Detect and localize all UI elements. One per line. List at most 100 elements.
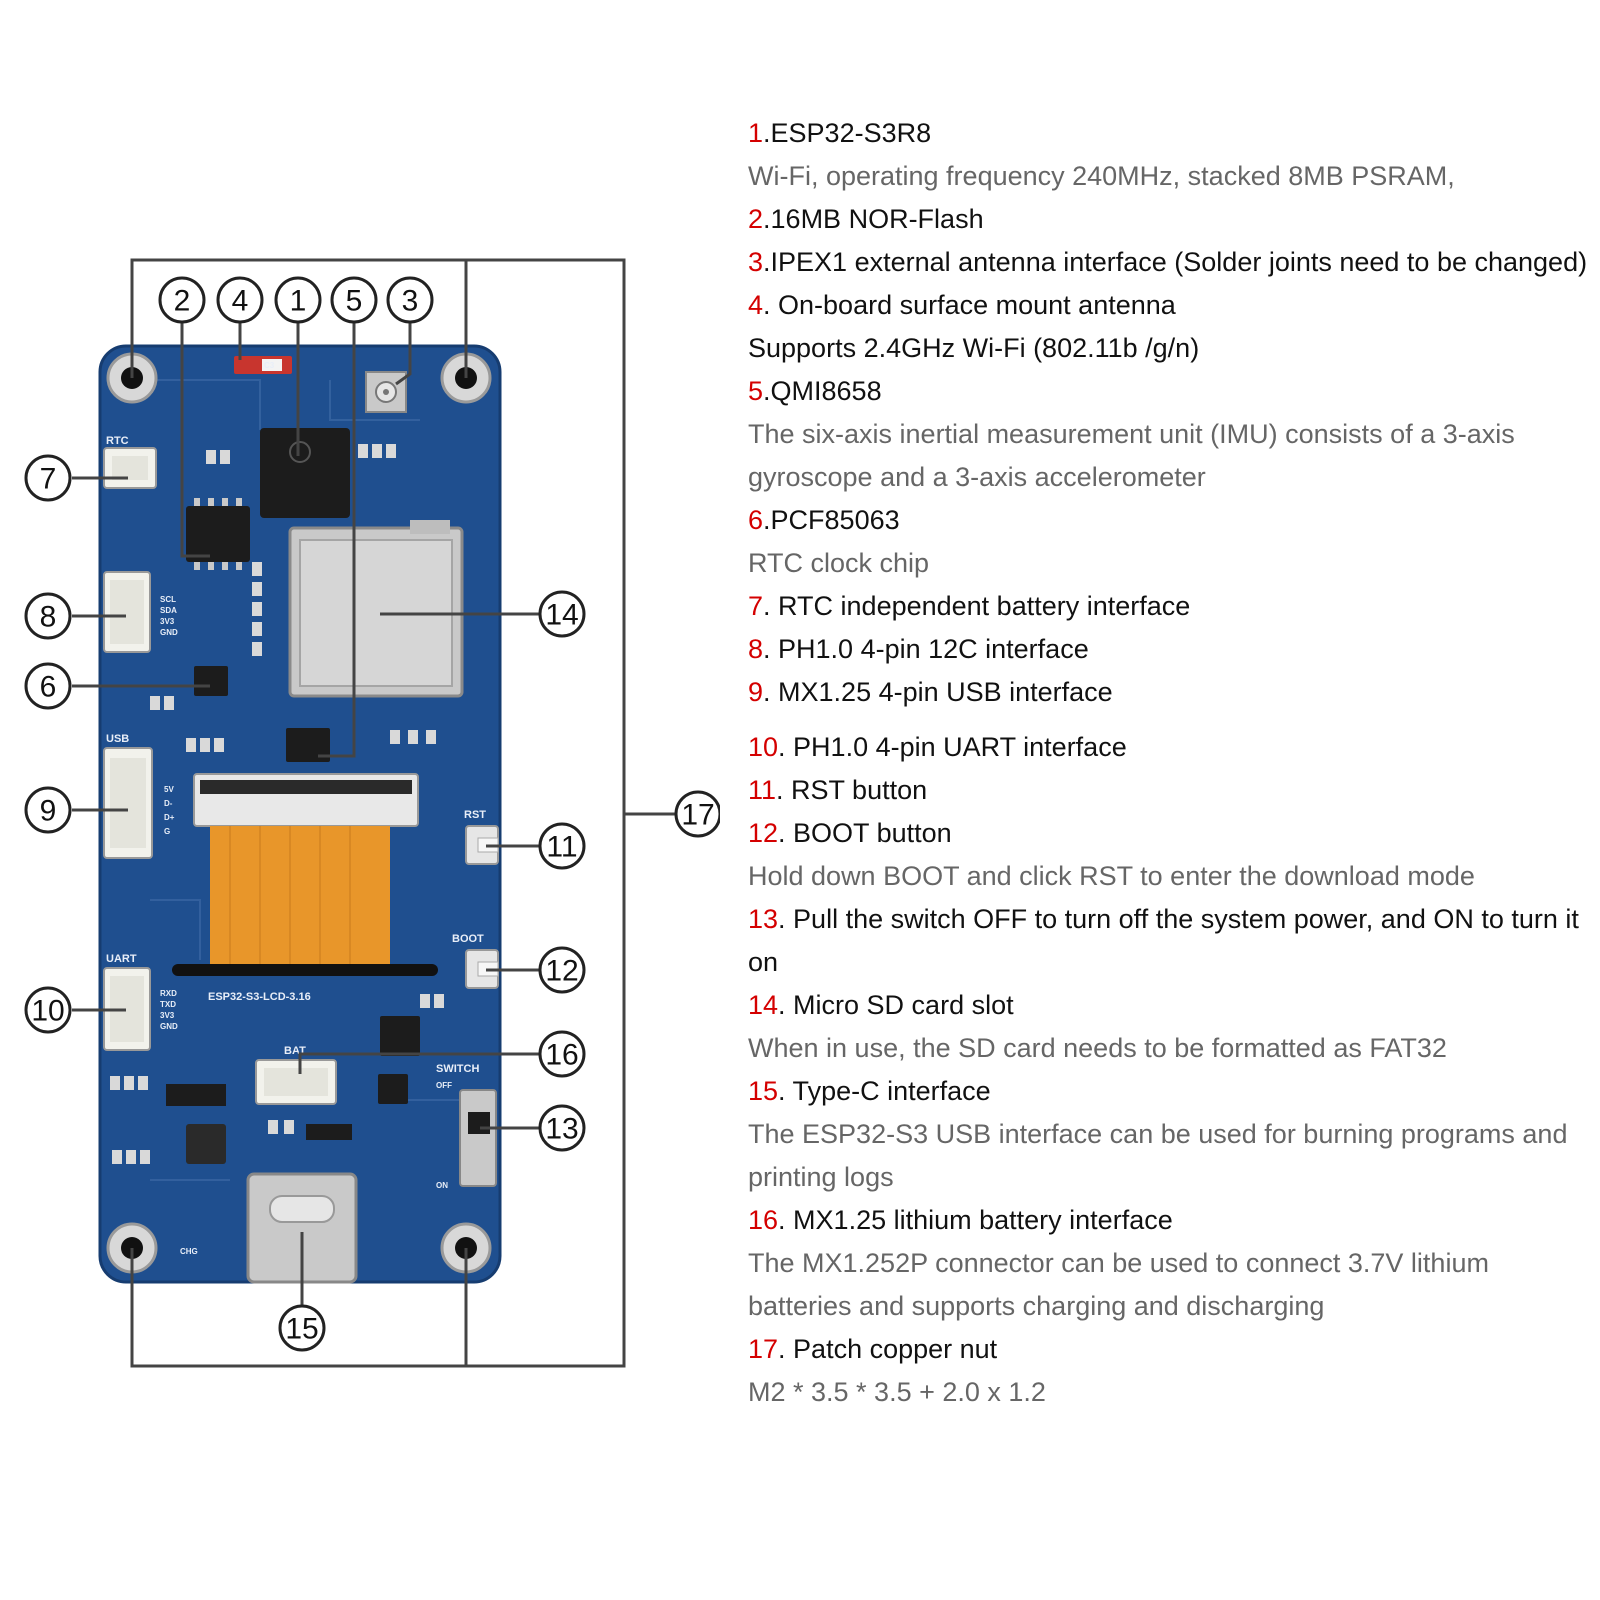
spec-number: 2 — [748, 204, 764, 234]
spec-description: Wi-Fi, operating frequency 240MHz, stack… — [748, 161, 1455, 191]
svg-text:6: 6 — [40, 671, 57, 704]
svg-text:15: 15 — [285, 1313, 318, 1346]
silk-i2c-pin-1: SCL — [160, 595, 176, 604]
spec-title: 5.QMI8658 — [748, 370, 1588, 413]
svg-text:7: 7 — [40, 463, 57, 496]
callout-16: 16 — [538, 1030, 586, 1078]
silk-uart-pin-2: TXD — [160, 1000, 176, 1009]
callout-12: 12 — [538, 946, 586, 994]
fpc-ribbon — [210, 826, 390, 964]
spec-title-text: . Patch copper nut — [778, 1334, 998, 1364]
svg-text:10: 10 — [31, 995, 64, 1028]
power-components — [166, 1016, 420, 1164]
spec-number: 15 — [748, 1076, 779, 1106]
silk-uart: UART — [106, 953, 137, 965]
spec-title-text: .ESP32-S3R8 — [763, 118, 932, 148]
silk-uart-pin-4: GND — [160, 1022, 178, 1031]
spec-title: 13. Pull the switch OFF to turn off the … — [748, 898, 1588, 984]
type-c-port — [246, 1172, 358, 1284]
spec-title-text: . RST button — [776, 775, 928, 805]
callout-11: 11 — [538, 822, 586, 870]
spec-description: Supports 2.4GHz Wi-Fi (802.11b /g/n) — [748, 333, 1200, 363]
spec-description: RTC clock chip — [748, 548, 930, 578]
svg-text:8: 8 — [40, 601, 57, 634]
spec-title-text: .PCF85063 — [763, 505, 900, 535]
spec-title: 7. RTC independent battery interface — [748, 585, 1588, 628]
spec-number: 9 — [748, 677, 764, 707]
spec-number: 7 — [748, 591, 764, 621]
silk-usb-pin-4: G — [164, 827, 170, 836]
svg-text:13: 13 — [545, 1113, 578, 1146]
spec-title: 16. MX1.25 lithium battery interface — [748, 1199, 1588, 1242]
spec-item-7: 7. RTC independent battery interface — [748, 585, 1588, 628]
spec-number: 8 — [748, 634, 764, 664]
spec-number: 10 — [748, 732, 779, 762]
ipex-connector — [365, 371, 407, 413]
spec-title-text: .IPEX1 external antenna interface (Solde… — [763, 247, 1588, 277]
spec-title: 2.16MB NOR-Flash — [748, 198, 1588, 241]
spec-title-text: .16MB NOR-Flash — [763, 204, 984, 234]
spec-title-text: . MX1.25 4-pin USB interface — [763, 677, 1113, 707]
rtc-battery-connector — [103, 447, 157, 489]
callout-8: 8 — [24, 592, 72, 640]
spec-number: 3 — [748, 247, 764, 277]
callout-14: 14 — [538, 590, 586, 638]
spec-title: 11. RST button — [748, 769, 1588, 812]
spec-number: 4 — [748, 290, 764, 320]
svg-text:2: 2 — [174, 285, 191, 318]
svg-text:4: 4 — [232, 285, 249, 318]
spec-number: 17 — [748, 1334, 779, 1364]
board-diagram: C3 — [24, 258, 720, 1368]
spec-description: The MX1.252P connector can be used to co… — [748, 1248, 1497, 1321]
spec-item-11: 11. RST button — [748, 769, 1588, 812]
micro-sd-slot — [288, 520, 464, 698]
board-model-label: ESP32-S3-LCD-3.16 — [208, 991, 311, 1003]
silk-on: ON — [436, 1181, 448, 1190]
spec-item-8: 8. PH1.0 4-pin 12C interface — [748, 628, 1588, 671]
silk-rtc: RTC — [106, 435, 129, 447]
callout-1: 1 — [274, 276, 322, 324]
spec-number: 14 — [748, 990, 779, 1020]
spec-title-text: . Type-C interface — [778, 1076, 991, 1106]
spec-number: 13 — [748, 904, 779, 934]
spec-title: 4. On-board surface mount antenna — [748, 284, 1588, 327]
callout-4: 4 — [216, 276, 264, 324]
spec-title: 14. Micro SD card slot — [748, 984, 1588, 1027]
spec-title-text: . MX1.25 lithium battery interface — [778, 1205, 1173, 1235]
spec-number: 1 — [748, 118, 764, 148]
svg-text:17: 17 — [681, 799, 714, 832]
i2c-connector — [103, 571, 151, 653]
callout-15: 15 — [278, 1304, 326, 1352]
svg-text:14: 14 — [545, 599, 578, 632]
battery-connector — [255, 1059, 337, 1105]
silk-boot: BOOT — [452, 933, 484, 945]
silk-usb-pin-1: 5V — [164, 785, 174, 794]
spec-description: The six-axis inertial measurement unit (… — [748, 419, 1523, 492]
silk-uart-pin-1: RXD — [160, 989, 177, 998]
svg-text:5: 5 — [346, 285, 363, 318]
silk-off: OFF — [436, 1081, 452, 1090]
spec-item-3: 3.IPEX1 external antenna interface (Sold… — [748, 241, 1588, 284]
spec-description: Hold down BOOT and click RST to enter th… — [748, 861, 1475, 891]
onboard-antenna: C3 — [234, 356, 292, 374]
svg-text:9: 9 — [40, 795, 57, 828]
silk-i2c-pin-2: SDA — [160, 606, 177, 615]
spec-title: 10. PH1.0 4-pin UART interface — [748, 726, 1588, 769]
leader-lines — [72, 258, 676, 1368]
spec-description: The ESP32-S3 USB interface can be used f… — [748, 1119, 1575, 1192]
silk-uart-pin-3: 3V3 — [160, 1011, 175, 1020]
spec-title: 9. MX1.25 4-pin USB interface — [748, 671, 1588, 714]
spec-title: 17. Patch copper nut — [748, 1328, 1588, 1371]
callout-3: 3 — [386, 276, 434, 324]
spec-title: 8. PH1.0 4-pin 12C interface — [748, 628, 1588, 671]
spec-title: 12. BOOT button — [748, 812, 1588, 855]
spec-item-9: 9. MX1.25 4-pin USB interface — [748, 671, 1588, 714]
callout-10: 10 — [24, 986, 72, 1034]
spec-title-text: .QMI8658 — [763, 376, 882, 406]
